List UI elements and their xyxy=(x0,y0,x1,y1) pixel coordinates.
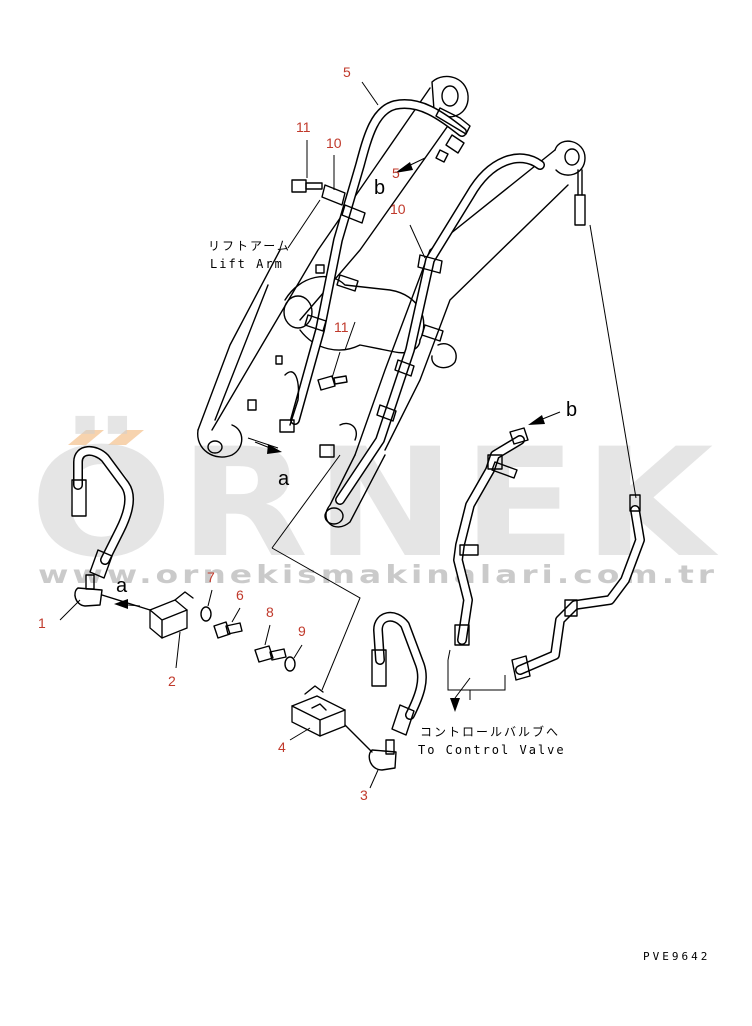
control-valve-label-jp: コントロールバルブへ xyxy=(420,724,560,739)
callout-5-arrow: 5 xyxy=(392,165,400,181)
callout-numbers: 5 11 10 5 10 11 7 6 8 9 1 2 4 3 xyxy=(38,64,406,803)
callout-7: 7 xyxy=(207,569,215,585)
callout-2: 2 xyxy=(168,673,176,689)
arrow-control-valve xyxy=(450,698,460,712)
lower-left-hose xyxy=(71,446,243,639)
arrow-a xyxy=(114,599,128,609)
callout-9: 9 xyxy=(298,623,306,639)
view-letter-a-lower: a xyxy=(116,575,128,597)
callout-6: 6 xyxy=(236,587,244,603)
callout-4: 4 xyxy=(278,739,286,755)
view-letter-b-right: b xyxy=(566,399,577,421)
text-labels: リフトアーム Lift Arm コントロールバルブへ To Control Va… xyxy=(208,239,710,963)
callout-10-right: 10 xyxy=(390,201,406,217)
lift-arm-label-jp: リフトアーム xyxy=(208,239,291,253)
callout-8: 8 xyxy=(266,604,274,620)
callout-11-mid: 11 xyxy=(334,319,349,335)
arrow-5 xyxy=(395,162,413,173)
callout-10-top: 10 xyxy=(326,135,342,151)
cross-tube xyxy=(283,264,425,354)
view-letters: b b a a xyxy=(116,177,577,597)
lift-arm-label-en: Lift Arm xyxy=(210,257,284,271)
callout-11-top: 11 xyxy=(296,119,311,135)
callout-3: 3 xyxy=(360,787,368,803)
callout-5-top: 5 xyxy=(343,64,351,80)
control-valve-label-en: To Control Valve xyxy=(418,743,566,757)
lower-middle-hose xyxy=(254,611,427,771)
control-valve-tubes xyxy=(453,427,645,681)
view-letter-a-upper: a xyxy=(278,468,290,490)
callout-1: 1 xyxy=(38,615,46,631)
view-letter-b-top: b xyxy=(374,177,385,199)
watermark-accent-left xyxy=(68,430,104,445)
arm-tubes xyxy=(279,99,586,505)
watermark-url: www.ornekismakinalari.com.tr xyxy=(38,560,718,589)
right-lift-arm xyxy=(324,140,586,528)
arrow-b xyxy=(528,415,545,425)
arrow-a-upper xyxy=(267,444,282,454)
drawing-code: PVE9642 xyxy=(643,950,710,963)
left-lift-arm xyxy=(197,75,469,458)
watermark-accent-right xyxy=(108,430,144,445)
leader-lines xyxy=(59,81,637,789)
